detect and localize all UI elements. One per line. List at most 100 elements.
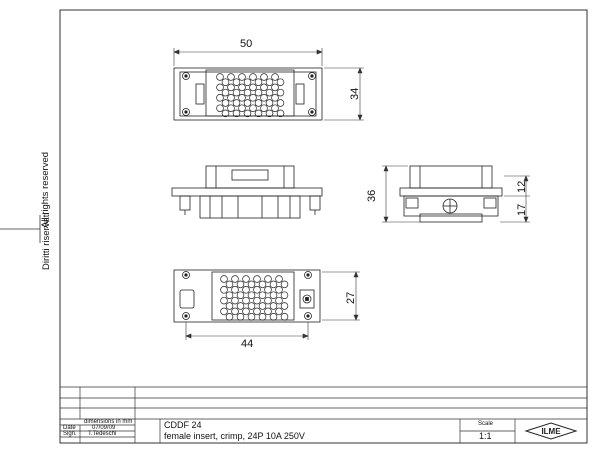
contact-hole: [254, 78, 263, 86]
contact-hole: [232, 99, 241, 107]
front-view: [171, 165, 323, 219]
contact-hole: [269, 313, 278, 321]
title-block-lines: [60, 386, 587, 443]
contact-hole: [280, 302, 289, 310]
contact-hole: [242, 286, 250, 294]
contact-hole: [253, 275, 261, 283]
top-dimension-lines: [173, 48, 364, 121]
date-label: Date: [63, 425, 76, 431]
dim-height-bottom: 27: [345, 291, 357, 304]
contact-hole: [260, 94, 268, 102]
contact-hole: [276, 99, 285, 107]
contact-hole: [269, 302, 278, 310]
contact-hole: [276, 88, 285, 97]
contact-hole: [253, 286, 261, 294]
part-code: CDDF 24: [164, 420, 202, 430]
contact-hole: [242, 296, 250, 305]
contact-hole: [232, 109, 241, 118]
contact-hole: [280, 280, 289, 289]
contact-hole: [280, 313, 289, 321]
ilme-logo: ILME: [524, 422, 578, 440]
contact-hole: [227, 73, 235, 81]
contact-hole: [260, 73, 268, 81]
contact-hole: [231, 275, 239, 283]
contact-hole: [249, 83, 257, 92]
contact-hole: [220, 296, 228, 305]
contact-hole: [236, 291, 245, 299]
contact-hole: [264, 296, 272, 305]
dim-17: 17: [516, 203, 528, 216]
scale-label: Scale: [478, 421, 494, 427]
contact-hole: [243, 78, 252, 86]
contact-hole: [275, 275, 283, 283]
side-dimension-lines: [382, 165, 530, 223]
contact-hole: [227, 104, 235, 112]
contact-hole: [264, 286, 272, 294]
contact-hole: [242, 275, 250, 283]
units-label: dimensions in mm: [84, 419, 133, 425]
contact-hole: [258, 302, 267, 310]
contact-hole: [247, 291, 256, 299]
contact-hole: [276, 78, 285, 86]
sheet-border: [59, 9, 588, 444]
contact-hole: [258, 291, 267, 299]
contact-hole: [247, 280, 256, 289]
dim-width-bottom: 44: [241, 338, 254, 350]
contact-hole: [238, 73, 246, 81]
contact-hole: [231, 296, 239, 305]
dim-height-top: 34: [349, 87, 361, 100]
contact-hole: [247, 302, 256, 310]
contact-hole: [271, 94, 279, 102]
top-view-contacts: [216, 73, 285, 118]
contact-hole: [265, 109, 274, 118]
contact-hole: [264, 307, 272, 316]
contact-hole: [269, 280, 278, 289]
bottom-dimension-lines: [185, 271, 360, 340]
scale-value: 1:1: [479, 431, 492, 441]
contact-hole: [253, 307, 261, 316]
contact-hole: [238, 83, 246, 92]
diritti-riservati-note: Diritti riservati: [41, 212, 52, 270]
bottom-view: [173, 269, 321, 323]
contact-hole: [265, 78, 274, 86]
contact-hole: [254, 109, 263, 118]
contact-hole: [254, 99, 263, 107]
contact-hole: [225, 291, 234, 299]
contact-hole: [275, 286, 283, 294]
contact-hole: [221, 88, 230, 97]
contact-hole: [236, 280, 245, 289]
contact-hole: [275, 307, 283, 316]
contact-hole: [220, 307, 228, 316]
contact-hole: [220, 275, 228, 283]
contact-hole: [247, 313, 256, 321]
contact-hole: [216, 104, 224, 112]
svg-text:ILME: ILME: [541, 427, 561, 436]
contact-hole: [276, 109, 285, 118]
contact-hole: [225, 313, 234, 321]
contact-hole: [216, 73, 224, 81]
contact-hole: [260, 83, 268, 92]
contact-hole: [221, 109, 230, 118]
contact-hole: [258, 313, 267, 321]
contact-hole: [243, 109, 252, 118]
contact-hole: [271, 73, 279, 81]
contact-hole: [275, 296, 283, 305]
contact-hole: [243, 88, 252, 97]
contact-hole: [216, 94, 224, 102]
sign-label: Sign.: [63, 431, 77, 437]
bottom-view-contacts: [220, 275, 289, 321]
contact-hole: [258, 280, 267, 289]
contact-hole: [232, 88, 241, 97]
contact-hole: [260, 104, 268, 112]
contact-hole: [265, 88, 274, 97]
contact-hole: [271, 104, 279, 112]
dim-height-side: 36: [366, 189, 378, 202]
contact-hole: [236, 302, 245, 310]
contact-hole: [269, 291, 278, 299]
contact-hole: [227, 94, 235, 102]
contact-hole: [236, 313, 245, 321]
contact-hole: [264, 275, 272, 283]
contact-hole: [238, 104, 246, 112]
contact-hole: [232, 78, 241, 86]
